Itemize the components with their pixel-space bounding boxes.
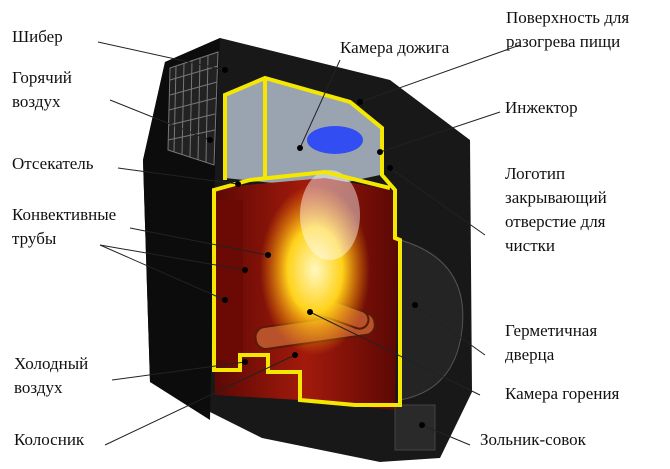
label-otsekatel: Отсекатель — [12, 154, 94, 173]
label-convective-pipes: Конвективные трубы — [12, 203, 116, 251]
label-cold-air: Холодный воздух — [14, 352, 88, 400]
label-line: отверстие для — [505, 212, 606, 231]
label-sealed-door: Герметичная дверца — [505, 319, 597, 367]
label-line: воздух — [12, 92, 61, 111]
label-line: дверца — [505, 345, 555, 364]
label-line: Герметичная — [505, 321, 598, 340]
yellow-outline — [212, 75, 402, 407]
leader-dots — [207, 67, 425, 428]
ash-pan — [394, 404, 436, 451]
label-line: чистки — [505, 236, 555, 255]
label-ash-pan: Зольник-совок — [480, 430, 586, 449]
label-hot-air: Горячий воздух — [12, 66, 72, 114]
label-combustion-chamber: Камера горения — [505, 384, 620, 403]
label-afterburn-chamber: Камера дожига — [340, 38, 450, 57]
door — [399, 239, 464, 401]
label-cooking-surface: Поверхность для разогрева пищи — [506, 6, 629, 54]
hot-air-grid — [167, 51, 219, 166]
label-shiber: Шибер — [12, 27, 63, 46]
label-line: закрывающий — [505, 188, 607, 207]
label-line: Горячий — [12, 68, 72, 87]
label-line: разогрева пищи — [506, 32, 621, 51]
label-line: Конвективные — [12, 205, 117, 224]
label-logo: Логотип закрывающий отверстие для чистки — [505, 162, 607, 258]
label-line: воздух — [14, 378, 63, 397]
flame — [260, 185, 370, 355]
label-grate: Колосник — [14, 430, 85, 449]
label-line: трубы — [12, 229, 57, 248]
leader-lines — [97, 41, 521, 446]
label-line: Поверхность для — [506, 8, 630, 27]
label-injector: Инжектор — [505, 98, 578, 117]
label-line: Логотип — [505, 164, 566, 183]
label-line: Холодный — [14, 354, 89, 373]
